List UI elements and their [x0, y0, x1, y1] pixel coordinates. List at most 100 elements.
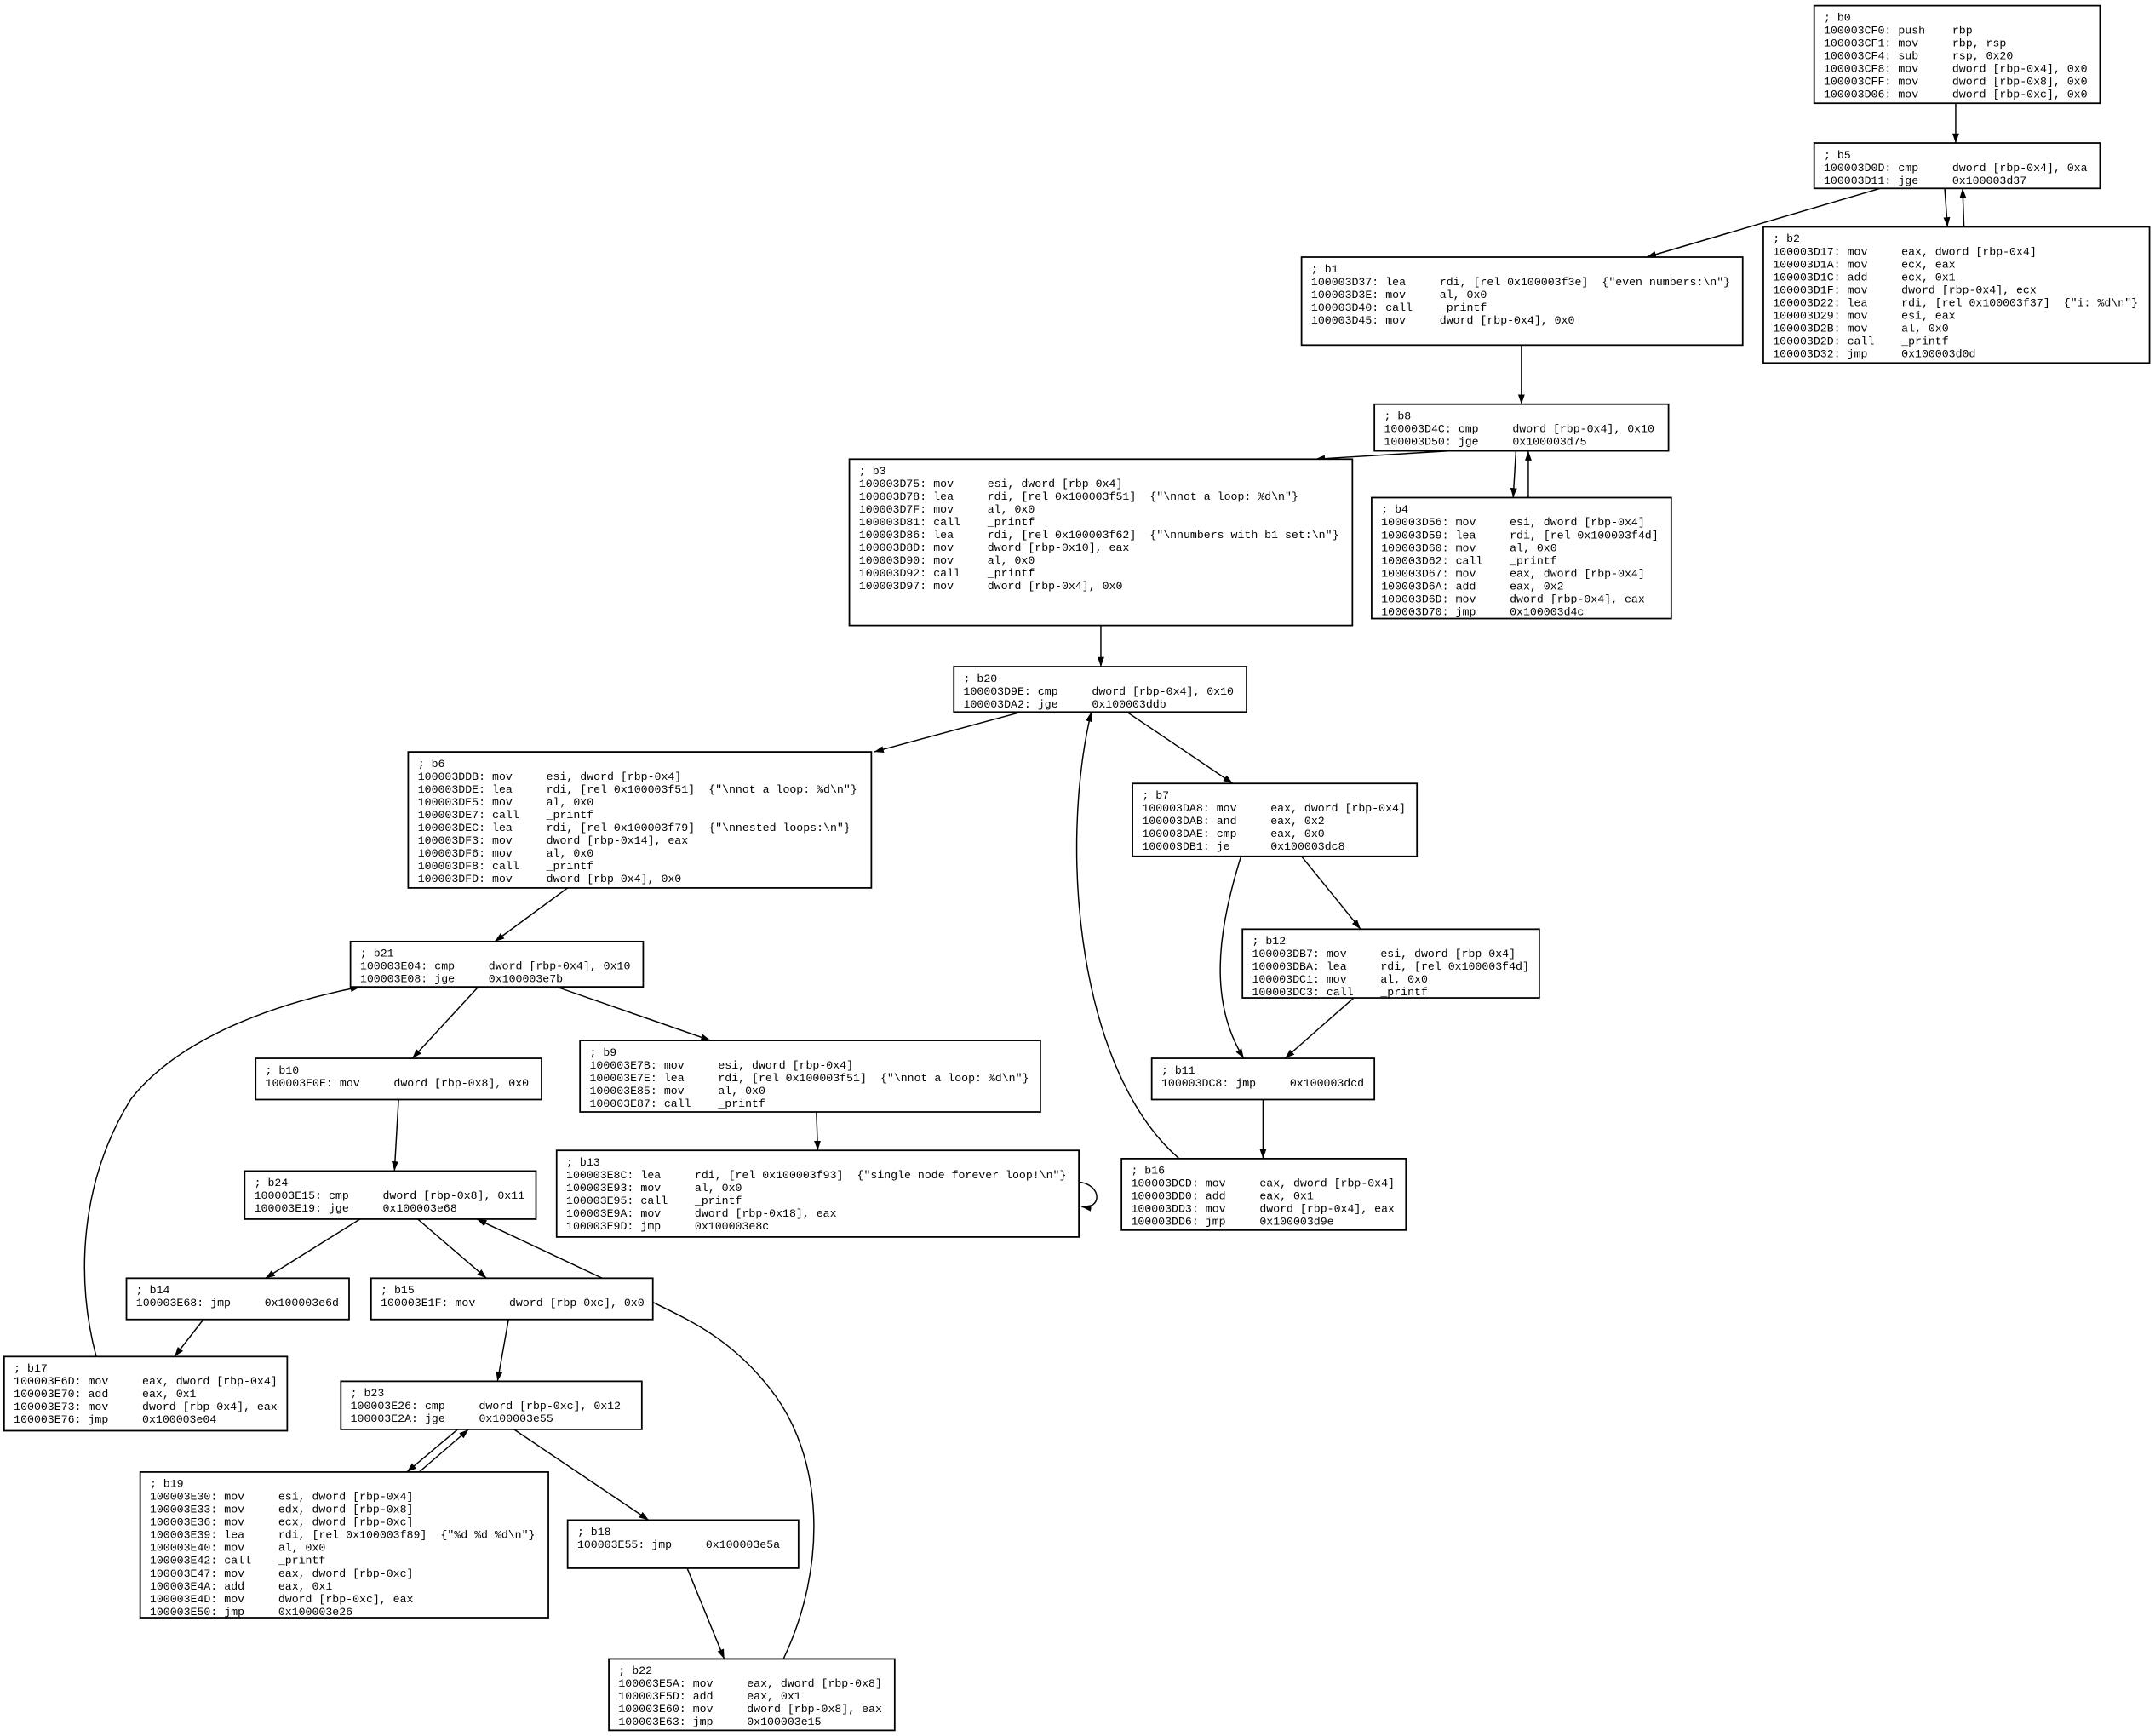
edge-b24-to-b15 — [417, 1218, 487, 1279]
instruction-address: 100003DF3: — [418, 834, 485, 847]
instruction-operands: esi, dword [rbp-0x4] — [718, 1059, 853, 1072]
instruction-address: 100003D59: — [1381, 529, 1448, 541]
block-label: ; b0 — [1824, 11, 1851, 24]
instruction-operands: al, 0x0 — [718, 1085, 765, 1097]
instruction-mnemonic: lea — [492, 822, 513, 834]
instruction-mnemonic: lea — [933, 529, 954, 541]
instruction-operands: 0x100003d75 — [1512, 436, 1586, 449]
edge-b16-to-b20 — [1075, 712, 1180, 1160]
instruction-mnemonic: add — [88, 1388, 108, 1401]
instruction-address: 100003E0E: — [266, 1077, 333, 1090]
instruction-operands: ecx, eax — [1901, 258, 1956, 271]
instruction-mnemonic: mov — [340, 1077, 360, 1090]
instruction-mnemonic: lea — [1456, 529, 1476, 541]
instruction-operands: dword [rbp-0x4], 0x10 — [1092, 685, 1234, 698]
instruction-operands: rdi, [rel 0x100003f89] — [278, 1529, 427, 1542]
instruction-mnemonic: lea — [224, 1529, 244, 1542]
instruction-address: 100003D29: — [1773, 309, 1840, 322]
instruction-mnemonic: mov — [1206, 1203, 1226, 1216]
block-label: ; b4 — [1381, 503, 1408, 516]
instruction-address: 100003D22: — [1773, 296, 1840, 309]
instruction-address: 100003D86: — [859, 529, 926, 541]
instruction-address: 100003DD3: — [1131, 1203, 1198, 1216]
edge-b23-to-b19 — [406, 1429, 458, 1473]
block-label: ; b11 — [1161, 1064, 1195, 1077]
block-border — [1132, 782, 1419, 857]
edge-b7-to-b11 — [1219, 856, 1245, 1059]
instruction-mnemonic: mov — [88, 1401, 108, 1413]
instruction-address: 100003E47: — [150, 1567, 217, 1580]
instruction-mnemonic: mov — [1456, 567, 1476, 580]
instruction-operands: eax, 0x2 — [1510, 580, 1563, 593]
instruction-operands: 0x100003e04 — [142, 1413, 216, 1426]
instruction-address: 100003DAE: — [1142, 828, 1209, 840]
instruction-comment: {"single node forever loop!\n"} — [857, 1169, 1067, 1182]
instruction-operands: dword [rbp-0x4], eax — [142, 1401, 278, 1413]
instruction-mnemonic: call — [664, 1097, 691, 1110]
instruction-address: 100003DD6: — [1131, 1216, 1198, 1229]
instruction-address: 100003DF8: — [418, 860, 485, 873]
instruction-mnemonic: mov — [1456, 516, 1476, 529]
instruction-mnemonic: lea — [933, 490, 954, 503]
instruction-address: 100003E93: — [566, 1182, 633, 1195]
instruction-mnemonic: jmp — [1848, 347, 1868, 360]
instruction-mnemonic: mov — [1456, 593, 1476, 605]
instruction-address: 100003D70: — [1381, 605, 1448, 618]
instruction-mnemonic: mov — [1206, 1177, 1226, 1190]
instruction-address: 100003D6D: — [1381, 593, 1448, 605]
instruction-comment: {"\nnot a loop: %d\n"} — [708, 783, 857, 796]
instruction-mnemonic: jmp — [1235, 1077, 1256, 1090]
instruction-operands: _printf — [546, 809, 594, 822]
instruction-address: 100003E33: — [150, 1504, 217, 1516]
instruction-mnemonic: mov — [224, 1491, 244, 1504]
instruction-operands: _printf — [1379, 986, 1428, 999]
instruction-address: 100003D1F: — [1773, 284, 1840, 296]
block-label: ; b5 — [1824, 149, 1851, 162]
instruction-operands: edx, dword [rbp-0x8] — [278, 1504, 414, 1516]
instruction-operands: 0x100003d4c — [1510, 605, 1584, 618]
instruction-operands: dword [rbp-0xc], 0x0 — [509, 1297, 645, 1309]
instruction-operands: dword [rbp-0x4], eax — [1510, 593, 1645, 605]
instruction-operands: dword [rbp-0x8], 0x11 — [383, 1189, 525, 1202]
instruction-operands: dword [rbp-0x4], 0x0 — [1440, 314, 1575, 327]
instruction-operands: rdi, [rel 0x100003f4d] — [1380, 960, 1529, 973]
block-border — [340, 1380, 643, 1430]
instruction-address: 100003D62: — [1381, 554, 1448, 567]
instruction-address: 100003D11: — [1824, 175, 1891, 187]
instruction-operands: dword [rbp-0x8], 0x0 — [1952, 75, 2088, 88]
instruction-address: 100003E39: — [150, 1529, 217, 1542]
instruction-mnemonic: mov — [492, 847, 513, 860]
instruction-mnemonic: mov — [455, 1297, 475, 1309]
block-border — [566, 1519, 800, 1569]
instruction-address: 100003DA8: — [1142, 802, 1209, 815]
edge-b6-to-b21 — [494, 887, 569, 942]
block-border — [1241, 928, 1540, 999]
instruction-mnemonic: add — [224, 1580, 244, 1593]
instruction-address: 100003E8C: — [566, 1169, 633, 1182]
